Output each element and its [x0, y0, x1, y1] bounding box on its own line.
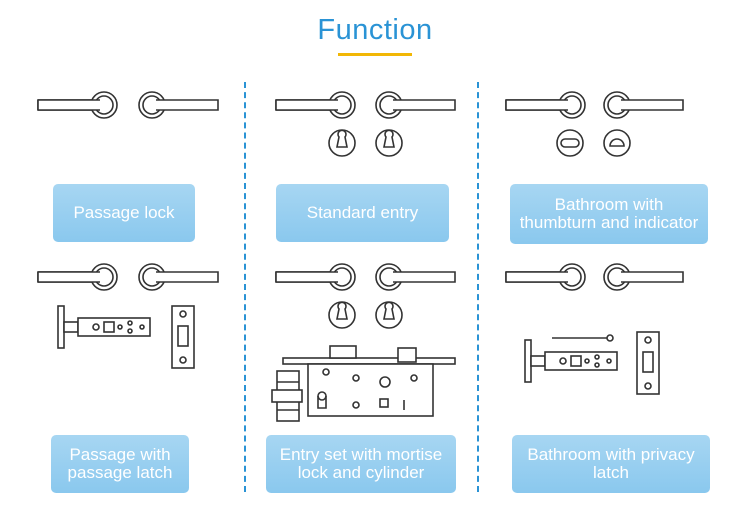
mortise-lock-icon — [282, 345, 456, 417]
lever-handle-left-icon — [505, 263, 586, 291]
lever-handle-left-icon — [275, 91, 356, 119]
lever-handle-left-icon — [37, 263, 118, 291]
indicator-icon — [603, 129, 631, 157]
strike-plate-icon — [171, 305, 195, 369]
thumbturn-icon — [556, 129, 584, 157]
lever-handle-left-icon — [505, 91, 586, 119]
lever-handle-left-icon — [275, 263, 356, 291]
function-label-entry-mortise: Entry set with mortise lock and cylinder — [266, 435, 456, 493]
keyhole-escutcheon-icon — [375, 129, 403, 157]
lever-handle-right-icon — [603, 263, 684, 291]
strike-plate-icon — [636, 331, 660, 395]
keyhole-escutcheon-icon — [375, 301, 403, 329]
lever-handle-right-icon — [603, 91, 684, 119]
emergency-key-icon — [552, 334, 614, 342]
tubular-latch-icon — [524, 339, 618, 383]
page-title: Function — [317, 14, 433, 46]
keyhole-escutcheon-icon — [328, 129, 356, 157]
column-divider — [244, 82, 246, 492]
column-divider — [477, 82, 479, 492]
function-label-passage-latch: Passage with passage latch — [51, 435, 189, 493]
function-label-bathroom-thumbturn: Bathroom with thumbturn and indicator — [510, 184, 708, 244]
lever-handle-right-icon — [375, 263, 456, 291]
cylinder-icon — [271, 370, 303, 422]
title-underline — [338, 53, 412, 56]
lever-handle-right-icon — [138, 91, 219, 119]
keyhole-escutcheon-icon — [328, 301, 356, 329]
function-label-standard-entry: Standard entry — [276, 184, 449, 242]
tubular-latch-icon — [57, 305, 151, 349]
function-label-passage-lock: Passage lock — [53, 184, 195, 242]
lever-handle-right-icon — [375, 91, 456, 119]
lever-handle-left-icon — [37, 91, 118, 119]
function-label-bathroom-privacy: Bathroom with privacy latch — [512, 435, 710, 493]
lever-handle-right-icon — [138, 263, 219, 291]
